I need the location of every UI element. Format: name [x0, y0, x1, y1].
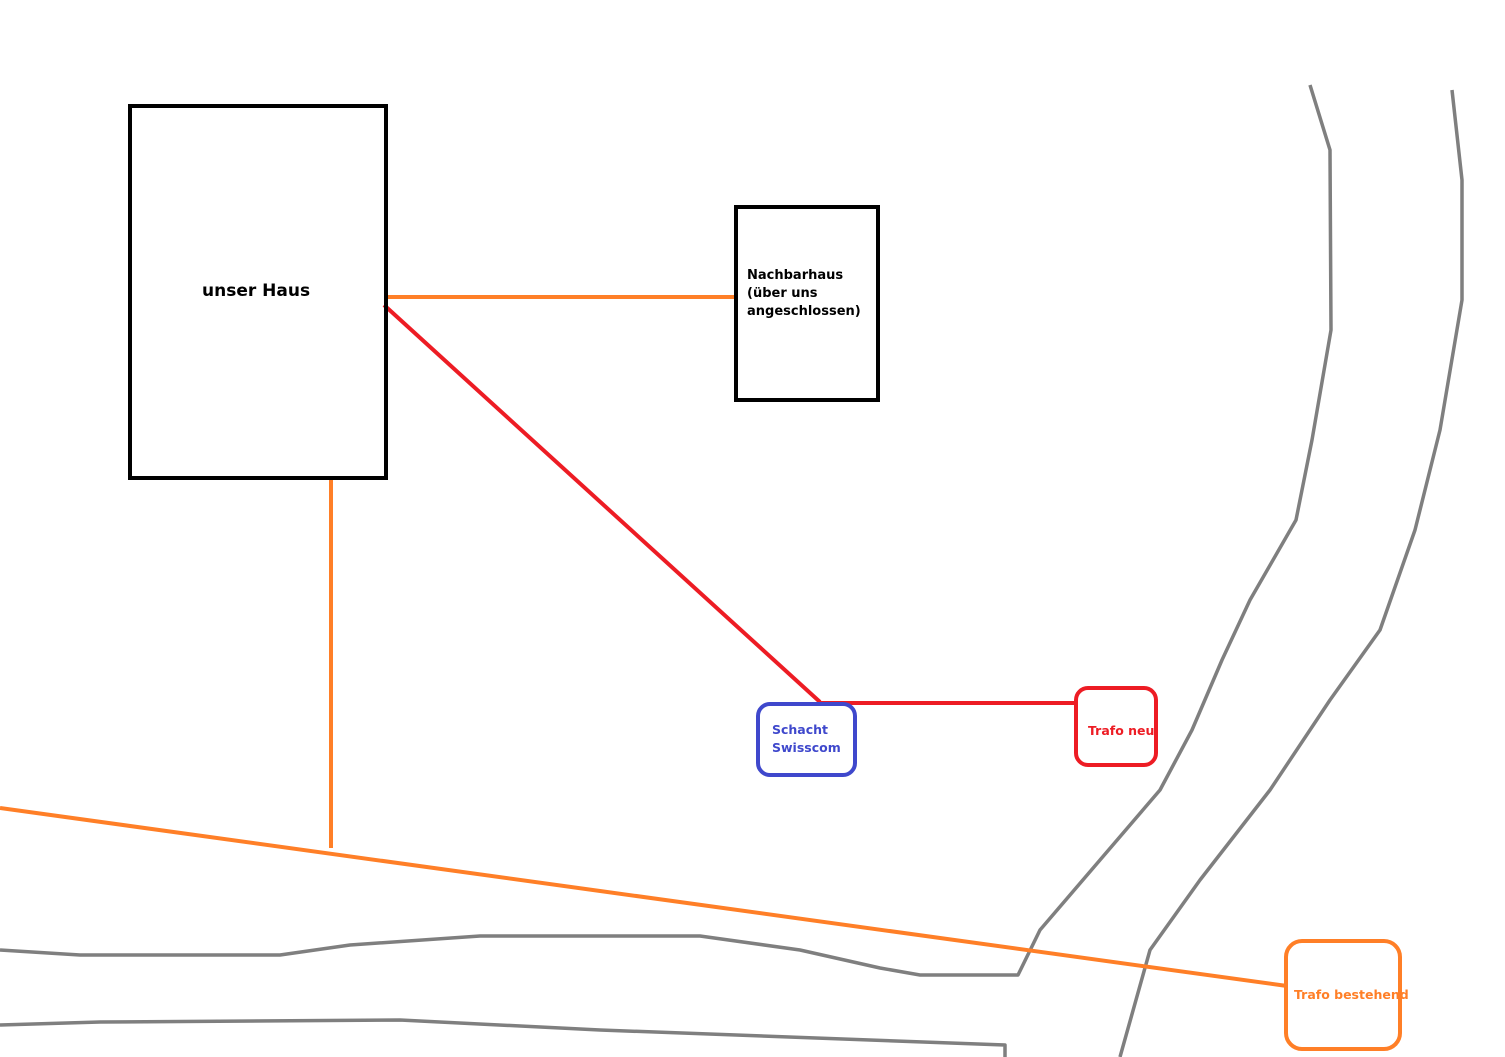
- shaft-box: [756, 702, 857, 777]
- trafo-existing-box: [1284, 939, 1402, 1051]
- our-house-box: [128, 104, 388, 480]
- trafo-existing-label: Trafo bestehend: [1294, 987, 1409, 1002]
- neighbor-house-box: [734, 205, 880, 402]
- neighbor-house-label: Nachbarhaus (über uns angeschlossen): [747, 267, 861, 321]
- neighbor-line-1: Nachbarhaus: [747, 268, 844, 283]
- shaft-line-1: Schacht: [772, 722, 829, 737]
- neighbor-line-3: angeschlossen): [747, 304, 861, 319]
- road-edge-lower: [0, 1018, 1007, 1057]
- trafo-new-label: Trafo neu: [1088, 723, 1155, 738]
- trafo-new-box: [1074, 686, 1158, 767]
- neighbor-line-2: (über uns: [747, 286, 818, 301]
- road-edge-right: [1118, 89, 1464, 1057]
- road-edge-upper: [0, 84, 1333, 977]
- shaft-label: Schacht Swisscom: [772, 721, 841, 757]
- shaft-line-2: Swisscom: [772, 740, 841, 755]
- cable-main-line: [0, 806, 1288, 988]
- our-house-label: unser Haus: [202, 281, 311, 301]
- cable-house-to-shaft: [382, 303, 822, 704]
